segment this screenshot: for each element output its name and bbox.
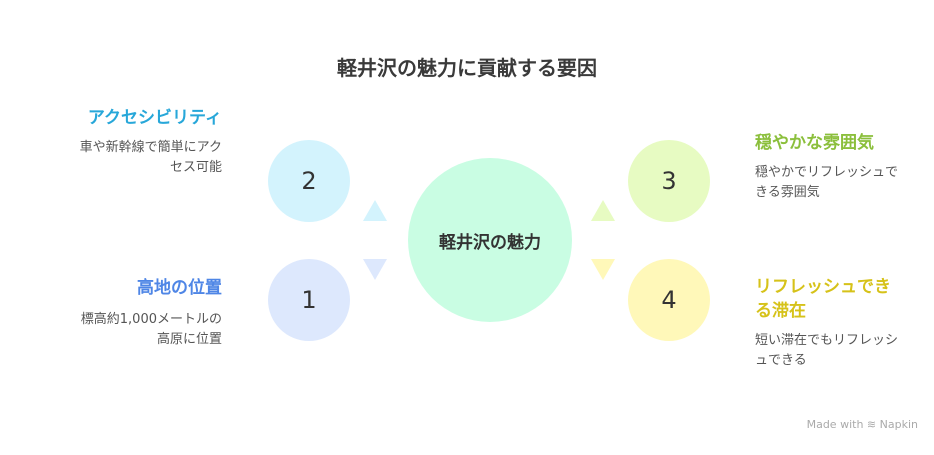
factor-circle-3: 3	[628, 140, 710, 222]
factor-description: 車や新幹線で簡単にアクセス可能	[79, 140, 222, 175]
napkin-logo-icon: ≋	[866, 418, 877, 431]
factor-number: 3	[661, 167, 677, 195]
factor-number: 1	[301, 286, 317, 314]
factor-description: 短い滞在でもリフレッシュできる	[755, 333, 899, 368]
factor-heading: 穏やかな雰囲気	[755, 133, 874, 153]
center-circle: 軽井沢の魅力	[408, 158, 572, 322]
factor-circle-1: 1	[268, 259, 350, 341]
factor-text-2: アクセシビリティ 車や新幹線で簡単にアクセス可能	[72, 106, 222, 178]
arrow-up-icon	[591, 200, 615, 221]
factor-number: 4	[661, 286, 677, 314]
factor-text-4: リフレッシュできる滞在 短い滞在でもリフレッシュできる	[755, 275, 900, 371]
arrow-down-icon	[591, 259, 615, 280]
factor-number: 2	[301, 167, 317, 195]
diagram-title: 軽井沢の魅力に貢献する要因	[337, 56, 597, 80]
brand-label: Napkin	[879, 418, 918, 431]
made-with-label: Made with	[806, 418, 864, 431]
factor-text-1: 高地の位置 標高約1,000メートルの高原に位置	[72, 276, 222, 350]
arrow-up-icon	[363, 200, 387, 221]
arrow-down-icon	[363, 259, 387, 280]
factor-circle-4: 4	[628, 259, 710, 341]
factor-text-3: 穏やかな雰囲気 穏やかでリフレッシュできる雰囲気	[755, 131, 900, 203]
napkin-watermark: Made with ≋ Napkin	[807, 418, 918, 431]
center-label: 軽井沢の魅力	[439, 232, 541, 253]
factor-description: 穏やかでリフレッシュできる雰囲気	[755, 165, 899, 200]
factor-description: 標高約1,000メートルの高原に位置	[80, 312, 222, 347]
factor-heading: リフレッシュできる滞在	[755, 277, 891, 321]
factor-circle-2: 2	[268, 140, 350, 222]
factor-heading: アクセシビリティ	[87, 108, 222, 128]
factor-heading: 高地の位置	[137, 278, 222, 298]
